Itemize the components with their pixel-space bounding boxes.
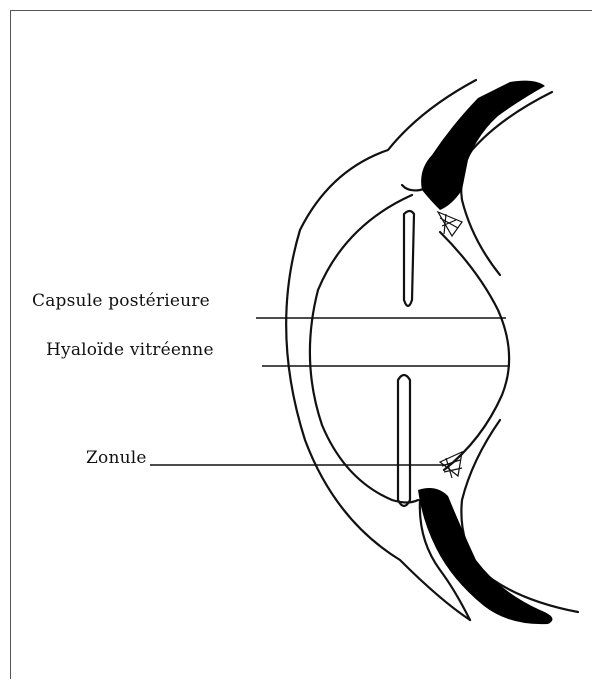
upper-vitreous-slit xyxy=(404,211,414,306)
inner-capsule-arc xyxy=(310,195,418,503)
lower-vitreous-slit xyxy=(398,375,410,506)
label-capsule-posterieure: Capsule postérieure xyxy=(32,291,210,311)
label-zonule: Zonule xyxy=(86,448,147,468)
lower-ciliary-body xyxy=(418,488,553,624)
posterior-capsule-arc xyxy=(440,232,509,470)
label-hyaloide-vitreenne: Hyaloïde vitréenne xyxy=(46,340,214,360)
upper-ciliary-body xyxy=(421,81,545,210)
